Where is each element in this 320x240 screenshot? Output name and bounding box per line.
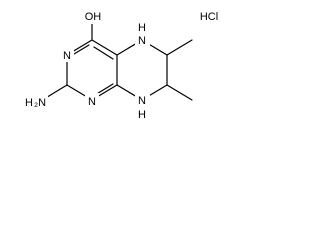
structure-canvas: OH HCl N N H ₂N N H N H bbox=[0, 0, 234, 154]
amino-h-label: H bbox=[25, 97, 33, 109]
n5-h-label: H bbox=[138, 22, 146, 34]
hcl-label: HCl bbox=[200, 11, 218, 23]
n5-label: N bbox=[138, 35, 146, 47]
n8-h-label: H bbox=[138, 109, 146, 121]
n3-label: N bbox=[63, 50, 71, 62]
bond-c6-methyl bbox=[166, 39, 193, 56]
n8-label: N bbox=[138, 95, 146, 107]
hydroxyl-label: OH bbox=[85, 11, 102, 23]
n1-label: N bbox=[88, 96, 96, 108]
bond-c7-methyl bbox=[166, 84, 193, 101]
amino-n-label: ₂N bbox=[34, 97, 46, 109]
chemical-structure: OH HCl N N H ₂N N H N H bbox=[20, 9, 218, 121]
bond-c4a-c4-double bbox=[93, 46, 114, 60]
bond-c4a-c4 bbox=[91, 39, 118, 56]
